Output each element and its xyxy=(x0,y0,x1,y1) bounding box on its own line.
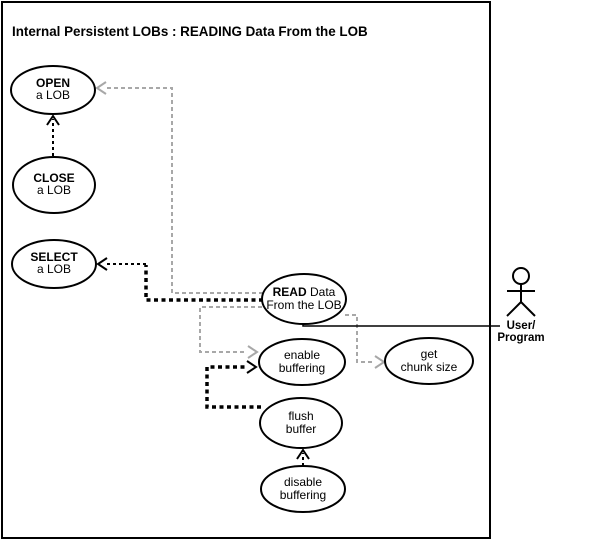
actor-user-program: User/ Program xyxy=(497,267,545,344)
usecase-read-line1-bold: READ xyxy=(273,285,307,299)
connector-read-to-open xyxy=(105,87,263,294)
arrowhead-open-icon xyxy=(46,114,60,126)
usecase-disable-line2: buffering xyxy=(280,488,326,502)
usecase-enable-line1: enable xyxy=(284,348,320,362)
arrowhead-select-icon xyxy=(96,257,108,271)
arrowhead-enable-black-icon xyxy=(246,360,258,374)
usecase-open-ellipse xyxy=(10,65,96,115)
diagram-title: Internal Persistent LOBs : READING Data … xyxy=(12,24,368,39)
arrowhead-open-gray-icon xyxy=(95,81,107,95)
connector-flush-to-enable xyxy=(205,365,261,409)
usecase-select-line2: a LOB xyxy=(37,262,71,276)
connector-read-to-enable xyxy=(199,306,262,353)
usecase-open-line1: OPEN xyxy=(36,76,70,90)
usecase-select-line1: SELECT xyxy=(30,250,78,264)
usecase-close-line1: CLOSE xyxy=(33,171,74,185)
usecase-read-line1-rest: Data xyxy=(307,285,336,299)
usecase-close-line2: a LOB xyxy=(37,183,71,197)
usecase-enable-line2: buffering xyxy=(279,361,325,375)
actor-label-line2: Program xyxy=(497,332,544,344)
actor-legs-icon xyxy=(506,301,536,317)
usecase-read-ellipse xyxy=(261,273,347,325)
usecase-getchunk-ellipse xyxy=(384,337,474,385)
connector-read-to-getchunk xyxy=(345,314,374,363)
usecase-select-ellipse xyxy=(11,239,97,289)
arrowhead-enable-gray-icon xyxy=(247,345,259,359)
usecase-flush-line2: buffer xyxy=(286,422,316,436)
connector-read-to-actor xyxy=(302,323,500,327)
usecase-getchunk-line2: chunk size xyxy=(401,360,458,374)
system-boundary-frame xyxy=(1,1,491,539)
usecase-disable-line1: disable xyxy=(284,475,322,489)
usecase-flush-ellipse xyxy=(259,397,343,449)
arrowhead-getchunk-gray-icon xyxy=(374,355,386,369)
usecase-close-ellipse xyxy=(12,156,96,214)
usecase-getchunk-line1: get xyxy=(421,347,438,361)
connector-read-to-select-thick xyxy=(144,265,263,302)
usecase-disable-ellipse xyxy=(260,465,346,513)
usecase-read-line2: From the LOB xyxy=(266,298,341,312)
actor-label-line1: User/ xyxy=(507,320,537,332)
arrowhead-flush-icon xyxy=(296,448,310,460)
usecase-flush-line1: flush xyxy=(288,409,313,423)
actor-head-icon xyxy=(512,267,530,285)
usecase-enable-ellipse xyxy=(258,338,346,386)
usecase-open-line2: a LOB xyxy=(36,88,70,102)
